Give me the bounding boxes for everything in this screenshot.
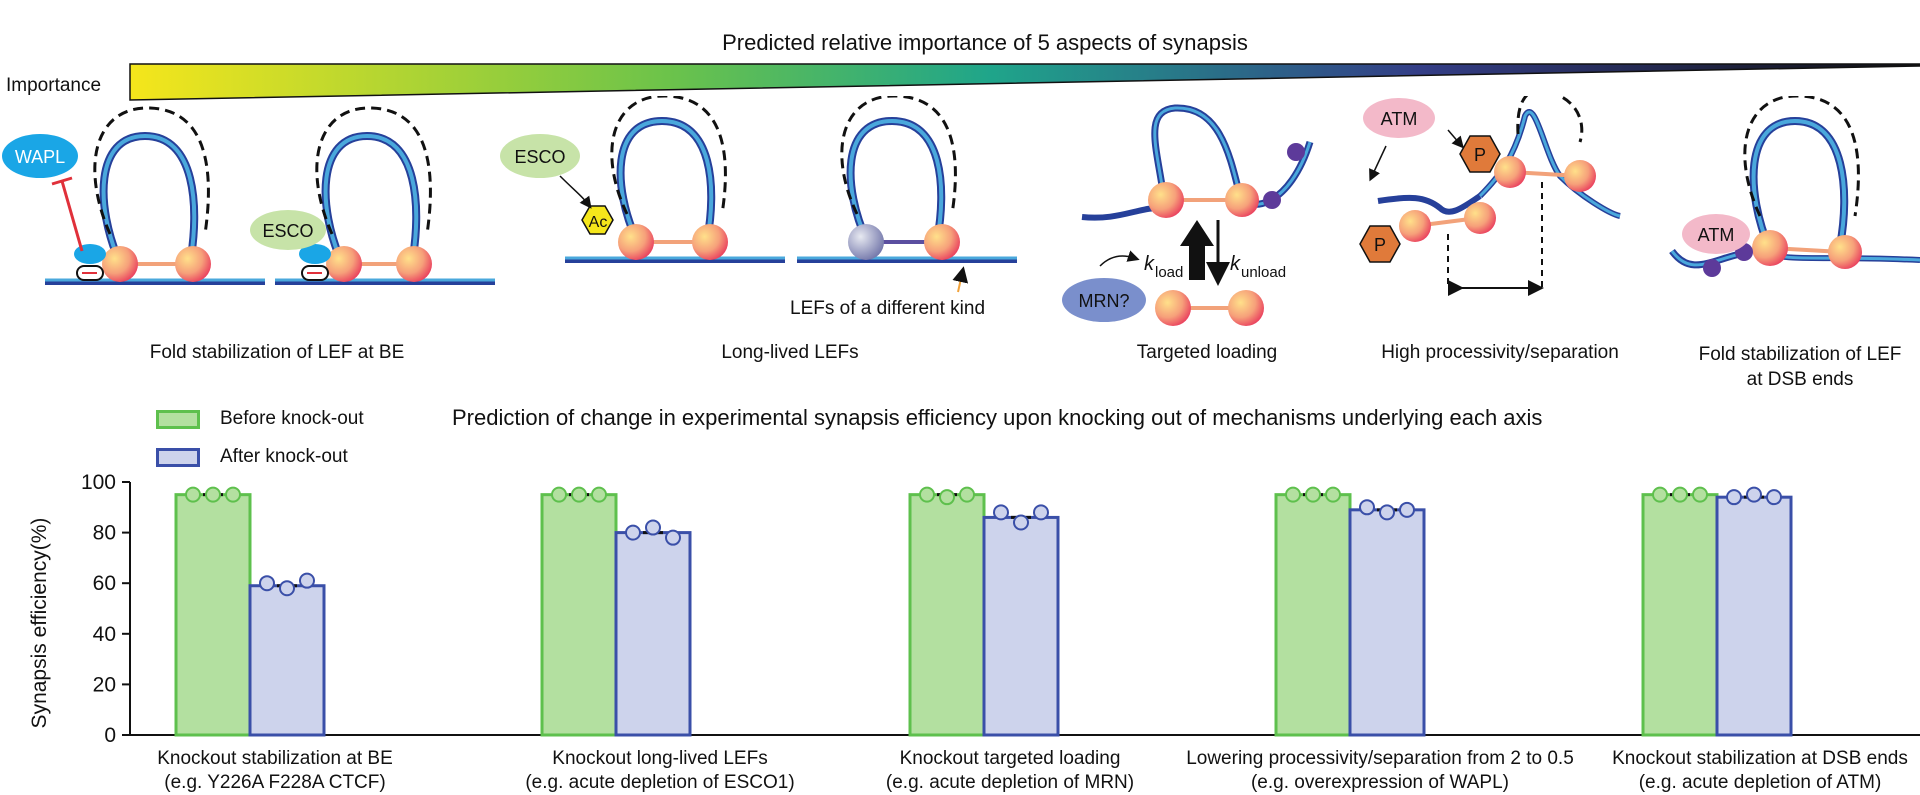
k-unload-k: k: [1230, 253, 1241, 275]
y-tick-label: 80: [93, 522, 116, 545]
data-point: [1692, 486, 1708, 503]
y-tick-label: 0: [104, 724, 116, 745]
data-point: [225, 486, 241, 503]
bar-before: [174, 493, 252, 737]
data-point: [1325, 486, 1341, 503]
importance-label: Importance: [6, 75, 102, 96]
mechanism-diagram: WAPL ESCO Ac ESCO: [2, 96, 1920, 326]
panel-4-processivity: P P ATM: [1359, 96, 1621, 296]
importance-title: Predicted relative importance of 5 aspec…: [722, 30, 1248, 55]
panel-2-loop-a: Ac ESCO: [500, 96, 785, 263]
bar-after: [1348, 508, 1426, 737]
p-label-1: P: [1374, 235, 1386, 255]
data-point: [1726, 489, 1742, 506]
atm-label-2: ATM: [1698, 225, 1735, 245]
importance-wedge: [129, 63, 1920, 101]
data-point: [185, 486, 201, 503]
wapl-label: WAPL: [15, 147, 65, 167]
legend-before: Before knock-out: [156, 408, 364, 430]
data-point: [571, 486, 587, 503]
data-point: [1305, 486, 1321, 503]
data-point: [1285, 486, 1301, 503]
bar-before: [540, 493, 618, 737]
category-label-3: Knockout targeted loading (e.g. acute de…: [885, 748, 1135, 793]
data-point: [665, 529, 681, 546]
legend-after-label: After knock-out: [220, 446, 348, 467]
data-point: [939, 489, 955, 506]
data-point: [1652, 486, 1668, 503]
panel-2-loop-b: LEFs of a different kind: [790, 96, 1017, 319]
legend-before-swatch: [156, 409, 200, 429]
data-point: [551, 486, 567, 503]
esco-label-1: ESCO: [262, 221, 313, 241]
bar-chart: 0 20 40 60 80 100: [81, 471, 1920, 745]
chart-title: Prediction of change in experimental syn…: [452, 405, 1543, 430]
legend-after: After knock-out: [156, 446, 348, 468]
category-label-5: Knockout stabilization at DSB ends (e.g.…: [1612, 748, 1908, 793]
panel-1-loop-a: WAPL: [2, 106, 265, 285]
data-point: [1379, 504, 1395, 521]
bar-before: [908, 493, 986, 737]
k-load-k: k: [1144, 253, 1155, 275]
data-point: [591, 486, 607, 503]
bar-before: [1274, 493, 1352, 737]
panel-label-3: Targeted loading: [1136, 342, 1278, 363]
k-load-sub: load: [1155, 264, 1183, 281]
mrn-label: MRN?: [1078, 291, 1129, 311]
y-tick-label: 60: [93, 572, 116, 595]
bar-before: [1641, 493, 1719, 737]
bars: [174, 486, 1793, 737]
panel-1-loop-b: ESCO: [250, 106, 495, 285]
category-label-4: Lowering processivity/separation from 2 …: [1186, 748, 1574, 793]
legend-after-swatch: [156, 447, 200, 467]
lefs-different-label: LEFs of a different kind: [790, 298, 985, 319]
category-label-1: Knockout stabilization at BE (e.g. Y226A…: [157, 748, 393, 793]
data-point: [625, 524, 641, 541]
panel-label-2: Long-lived LEFs: [721, 342, 859, 363]
bar-after: [248, 584, 326, 737]
data-point: [1766, 489, 1782, 506]
data-point: [993, 504, 1009, 521]
y-tick-label: 100: [81, 471, 116, 494]
esco-label-2: ESCO: [514, 147, 565, 167]
y-tick-label: 20: [93, 673, 116, 696]
data-point: [259, 575, 275, 592]
category-label-2: Knockout long-lived LEFs (e.g. acute dep…: [525, 748, 795, 793]
data-point: [1013, 514, 1029, 531]
panel-label-5: Fold stabilization of LEF at DSB ends: [1698, 344, 1902, 390]
bar-after: [614, 531, 692, 737]
legend-before-label: Before knock-out: [220, 408, 364, 429]
data-point: [279, 580, 295, 597]
data-point: [1399, 501, 1415, 518]
panel-label-1: Fold stabilization of LEF at BE: [149, 342, 405, 363]
data-point: [299, 572, 315, 589]
data-point: [919, 486, 935, 503]
panel-label-4: High processivity/separation: [1381, 342, 1619, 363]
panel-3-targeted-loading: k load k unload MRN?: [1062, 104, 1314, 326]
data-point: [1672, 486, 1688, 503]
data-point: [1746, 486, 1762, 503]
atm-label-1: ATM: [1381, 109, 1418, 129]
panel-5-dsb-ends: ATM: [1669, 96, 1920, 277]
data-point: [645, 519, 661, 536]
k-unload-sub: unload: [1241, 264, 1286, 281]
data-point: [1033, 504, 1049, 521]
ac-label: Ac: [589, 214, 608, 231]
bar-after: [982, 515, 1060, 737]
p-label-2: P: [1474, 145, 1486, 165]
bar-after: [1715, 495, 1793, 737]
y-tick-label: 40: [93, 623, 116, 646]
data-point: [1359, 499, 1375, 516]
data-point: [959, 486, 975, 503]
data-point: [205, 486, 221, 503]
